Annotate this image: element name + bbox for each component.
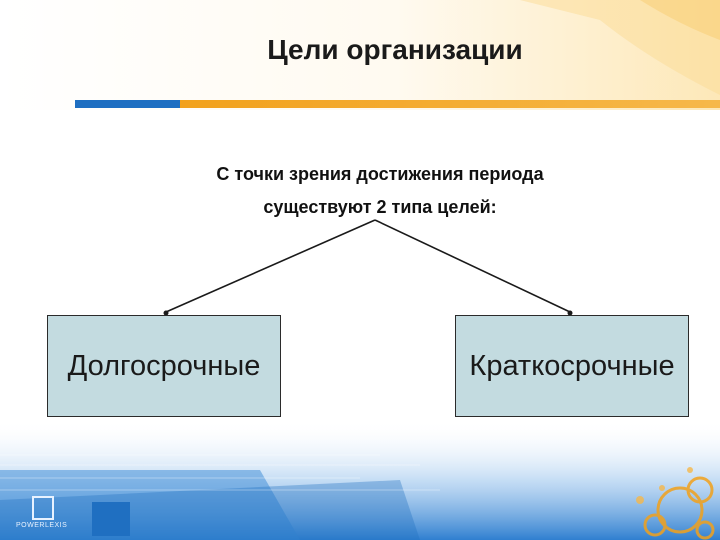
logo-text: POWERLEXIS <box>16 522 68 529</box>
connector-left-end <box>163 310 169 316</box>
subtitle-line-1: С точки зрения достижения периода <box>216 164 544 184</box>
title-underline <box>75 100 720 108</box>
underline-blue-segment <box>75 100 180 108</box>
diagram-root-text: С точки зрения достижения периода сущест… <box>140 158 620 224</box>
node-long-term: Долгосрочные <box>47 315 281 417</box>
connector-right-end <box>567 310 573 316</box>
subtitle-line-2: существуют 2 типа целей: <box>263 197 497 217</box>
node-long-term-label: Долгосрочные <box>67 349 261 382</box>
underline-gold-segment <box>180 100 720 108</box>
slide-title: Цели организации <box>267 34 523 65</box>
node-short-term: Краткосрочные <box>455 315 689 417</box>
connector-left <box>165 219 376 313</box>
connector-right <box>374 219 571 313</box>
footer-logo: POWERLEXIS <box>10 496 74 536</box>
node-short-term-label: Краткосрочные <box>469 349 675 382</box>
footer-blue-square <box>92 502 130 536</box>
logo-square-icon <box>32 496 54 520</box>
